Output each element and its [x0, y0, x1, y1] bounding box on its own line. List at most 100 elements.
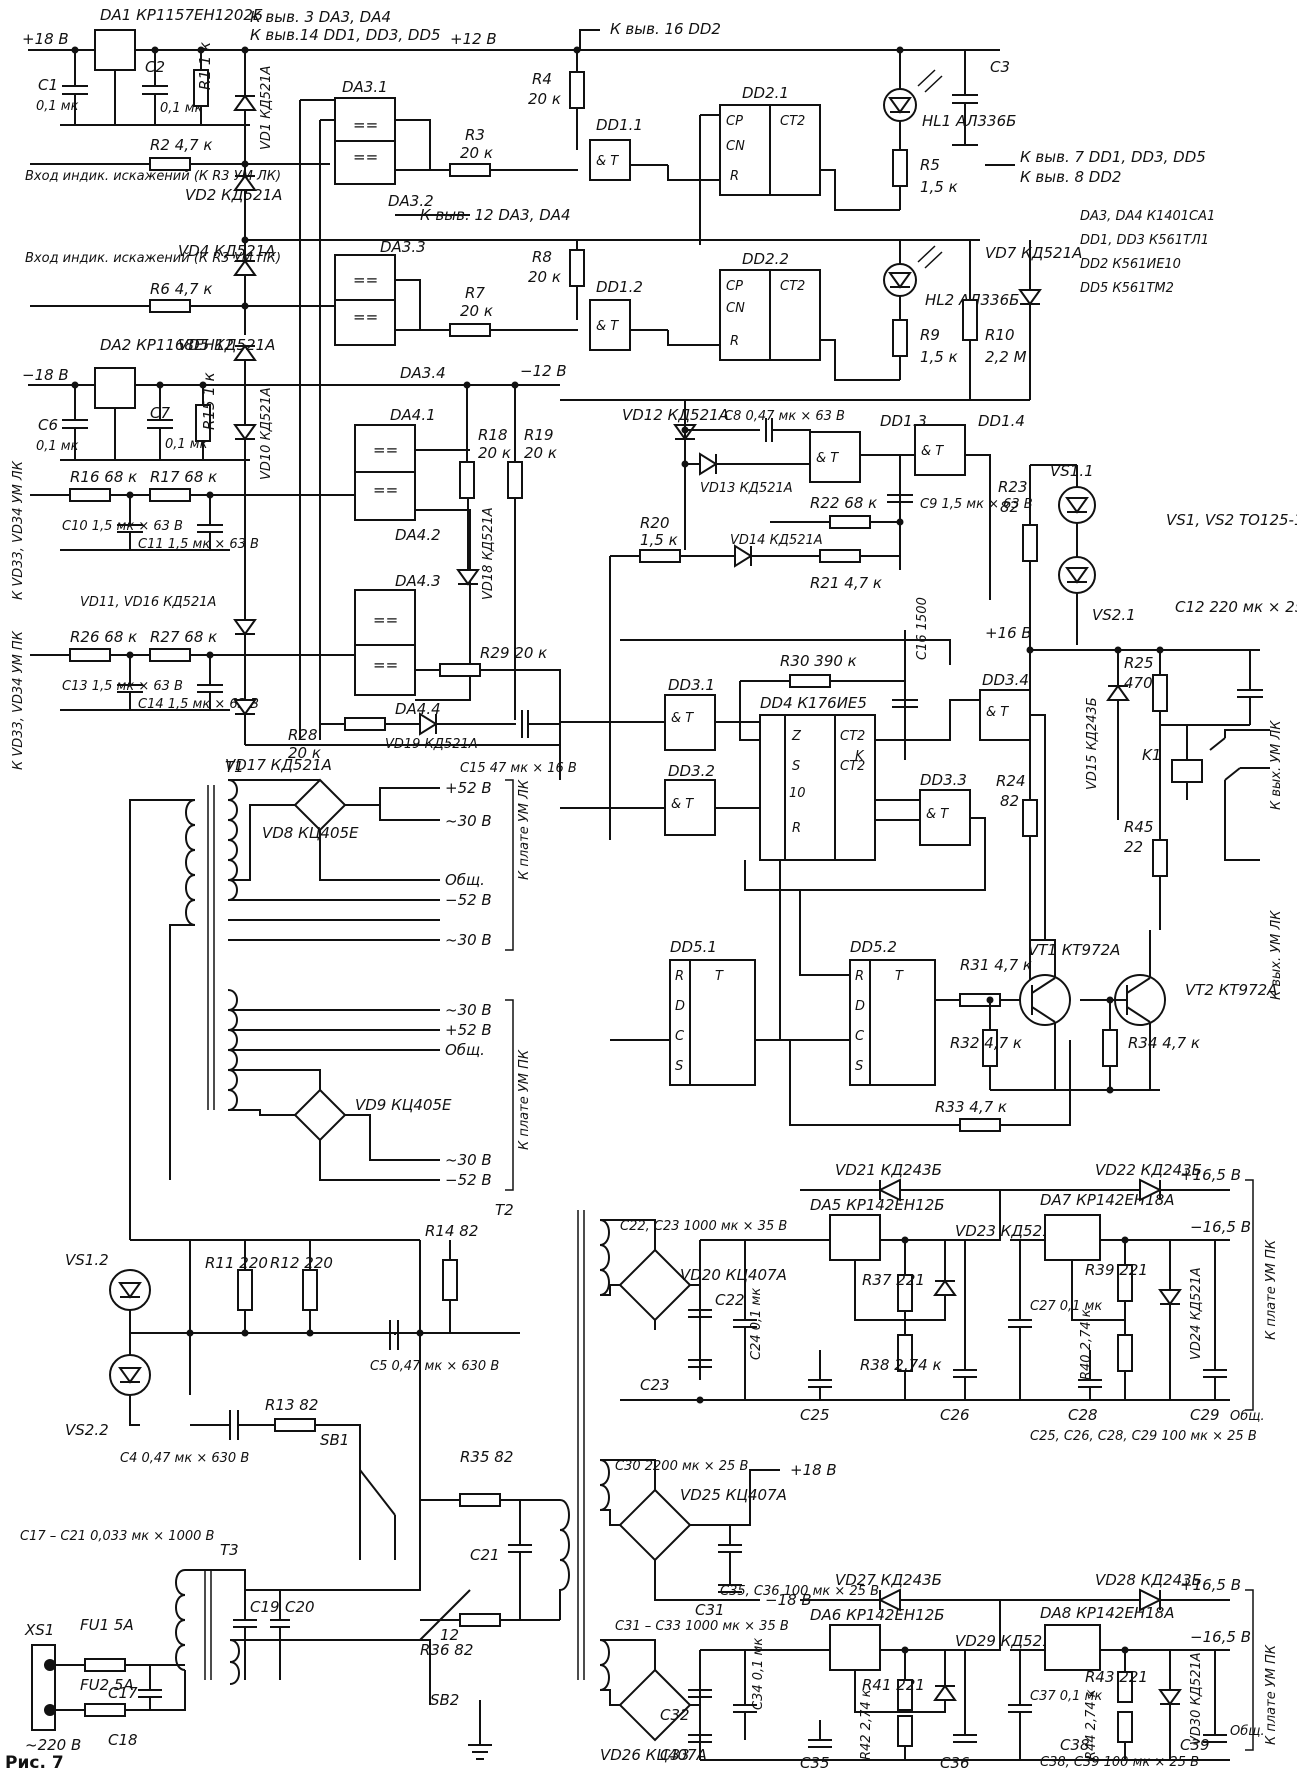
t1b-m52-label: −52 В: [445, 1171, 492, 1189]
c36-label: C36: [940, 1754, 970, 1772]
sb2-label: SB2: [430, 1691, 459, 1709]
svg-text:CN: CN: [726, 139, 745, 154]
r13-resistor: [274, 1418, 316, 1432]
svg-text:CT2: CT2: [840, 729, 865, 744]
r9-resistor: [892, 319, 908, 357]
r38-label: R38 2,74 к: [860, 1356, 942, 1374]
svg-text:R: R: [730, 334, 739, 349]
c8-label: C8 0,47 мк × 63 В: [724, 409, 845, 424]
r25-resistor: [1152, 674, 1168, 712]
r4-label: R4: [532, 70, 552, 88]
r5-value: 1,5 к: [920, 178, 958, 196]
c6-value: 0,1 мк: [36, 439, 79, 454]
r15-label: R15 1 к: [200, 372, 218, 430]
r35-label: R35 82: [460, 1448, 513, 1466]
r16-resistor: [69, 488, 111, 502]
vd24-label: VD24 КД521А: [1189, 1267, 1204, 1360]
r22-resistor: [829, 515, 871, 529]
dd14-label: DD1.4: [978, 412, 1025, 430]
c27-label: C27 0,1 мк: [1030, 1299, 1102, 1314]
sb1-switch: [359, 1469, 396, 1560]
dd1-3-gate: [809, 431, 861, 483]
svg-text:==: ==: [373, 656, 398, 674]
r35-resistor: [459, 1493, 501, 1507]
t1-gnd-label: Общ.: [445, 871, 485, 889]
vd20-bridge: [618, 1248, 692, 1322]
vd10-diode: [233, 424, 257, 441]
r42-resistor: [897, 1715, 913, 1747]
c33-label: C33: [660, 1746, 690, 1764]
vd29-label: VD29 КД521А: [955, 1632, 1062, 1650]
da41-label: DA4.1: [390, 406, 436, 424]
vd22-label: VD22 КД243Б: [1095, 1161, 1202, 1179]
t3-label: T3: [220, 1541, 239, 1559]
r29-label: R29 20 к: [480, 644, 547, 662]
svg-text:R: R: [792, 821, 801, 836]
c30-label: C30 2200 мк × 25 В: [615, 1459, 748, 1474]
da4-3-block: [354, 589, 416, 696]
vd26-label: VD26 КЦ407А: [600, 1746, 707, 1764]
vd28-label: VD28 КД243Б: [1095, 1571, 1202, 1589]
dd3-3-gate: [919, 789, 971, 846]
t2-core: [577, 1210, 585, 1680]
r19-resistor: [507, 461, 523, 499]
r25-value: 470: [1124, 674, 1153, 692]
r20-label: R20: [640, 514, 670, 532]
svg-text:& Т: & Т: [596, 319, 619, 334]
r6-label: R6 4,7 к: [150, 280, 212, 298]
r6-resistor: [149, 299, 191, 313]
r28-value: 20 к: [288, 744, 321, 762]
r14-label: R14 82: [425, 1222, 478, 1240]
to-pk2-label: К плате УМ ПК: [1264, 1644, 1279, 1745]
svg-text:R: R: [675, 969, 684, 984]
c15-label: C15 47 мк × 16 В: [460, 761, 577, 776]
r14-resistor: [442, 1259, 458, 1301]
dd21-label: DD2.1: [742, 84, 789, 102]
c9-label: C9 1,5 мк × 63 В: [920, 497, 1033, 512]
dd5-2-flipflop: [849, 959, 936, 1086]
pin16-note: К выв. 16 DD2: [610, 20, 721, 38]
r44-label: R44 2,74 к: [1084, 1689, 1099, 1760]
svg-text:CT2: CT2: [780, 279, 805, 294]
vs11-label: VS1.1: [1050, 462, 1094, 480]
r21-label: R21 4,7 к: [810, 574, 882, 592]
r28-label: R28: [288, 726, 318, 744]
ic-type-dd2: DD2 К561ИЕ10: [1080, 257, 1181, 272]
vd9-bridge: [293, 1088, 347, 1142]
dd33-label: DD3.3: [920, 771, 967, 789]
t1b-52-label: +52 В: [445, 1021, 492, 1039]
p18-label: +18 В: [790, 1461, 837, 1479]
da6-label: DA6 КР142ЕН12Б: [810, 1606, 945, 1624]
da1-label: DA1 КР1157ЕН1202Б: [100, 6, 263, 24]
pin14-note: К выв.14 DD1, DD3, DD5: [250, 26, 441, 44]
svg-text:==: ==: [353, 308, 378, 326]
svg-text:D: D: [855, 999, 865, 1014]
c13-label: C13 1,5 мк × 63 В: [62, 679, 183, 694]
r20-resistor: [639, 549, 681, 563]
r12-label: R12 220: [270, 1254, 333, 1272]
da1-regulator: [94, 29, 136, 71]
c17-label: C17: [108, 1684, 138, 1702]
vd19-diode: [419, 712, 438, 736]
svg-text:& Т: & Т: [926, 807, 949, 822]
c39-label: C39: [1180, 1736, 1210, 1754]
p165b-label: +16,5 В: [1180, 1576, 1241, 1594]
fu2-fuse: [84, 1703, 126, 1717]
c1-label: C1: [38, 76, 58, 94]
r26-label: R26 68 к: [70, 628, 137, 646]
dd1-3-dd1-4-section: VD12 КД521А C8 0,47 мк × 63 В VD13 КД521…: [609, 400, 1033, 840]
ic-type-dd1: DD1, DD3 К561ТЛ1: [1080, 233, 1209, 248]
vd30-diode: [1158, 1689, 1182, 1706]
c34-label: C34 0,1 мк: [751, 1638, 766, 1710]
svg-text:& Т: & Т: [596, 154, 619, 169]
dd1-2-gate: [589, 299, 631, 351]
r4-resistor: [569, 71, 585, 109]
vd4-label: VD4 КД521А: [178, 242, 275, 260]
vd5-label: VD5 КД521А: [178, 336, 275, 354]
c12-label: C12 220 мк × 25 В: [1175, 598, 1297, 616]
ic-type-da: DA3, DA4 К1401СА1: [1080, 209, 1215, 224]
r8-label: R8: [532, 248, 552, 266]
vd25-label: VD25 КЦ407А: [680, 1486, 787, 1504]
svg-text:T: T: [715, 969, 724, 984]
to-pk1-label: К плате УМ ПК: [1264, 1239, 1279, 1340]
